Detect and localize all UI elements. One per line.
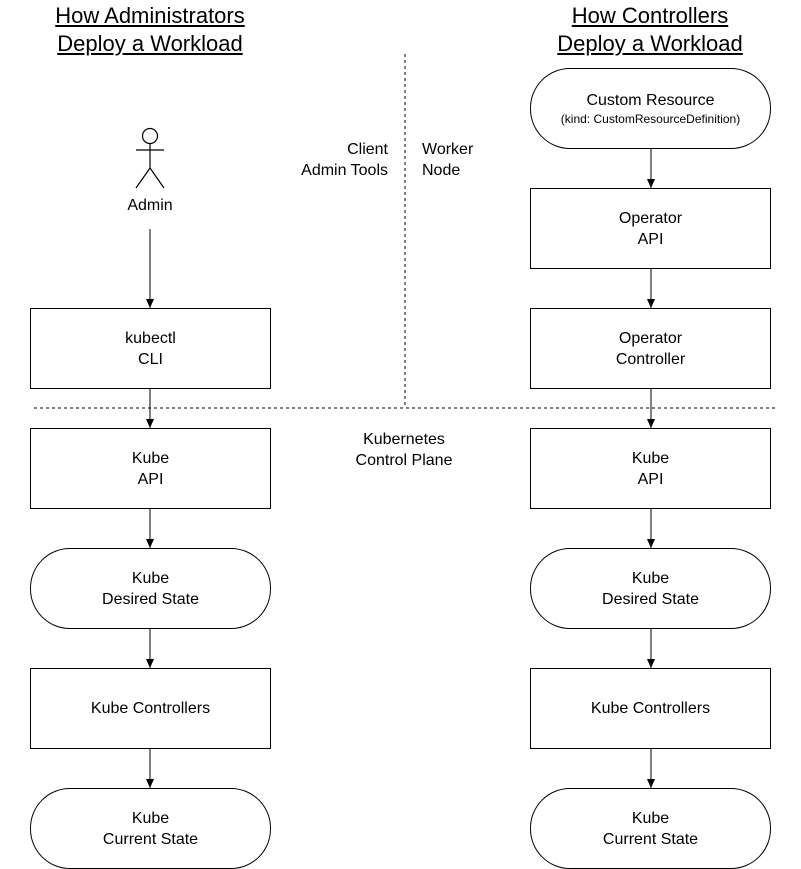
- control-plane-zone-line-2: Control Plane: [355, 452, 453, 469]
- admin-actor-label: Admin: [127, 197, 173, 214]
- right-kube-controllers-line-1: Kube Controllers: [590, 700, 711, 717]
- left-current-state-node: Kube Current State: [30, 788, 271, 869]
- right-kube-api-box: Kube API: [530, 428, 771, 509]
- client-zone-label: Client Admin Tools: [301, 139, 388, 181]
- left-kubectl-line-2: CLI: [138, 350, 163, 368]
- left-title-line-2: Deploy a Workload: [57, 31, 243, 56]
- right-desired-state-line-1: Kube: [631, 569, 670, 587]
- left-kube-api-line-1: Kube: [131, 449, 170, 467]
- worker-zone-label: Worker Node: [422, 139, 473, 181]
- left-title: How Administrators Deploy a Workload: [20, 2, 280, 58]
- right-desired-state-line-2: Desired State: [602, 590, 699, 608]
- right-operator-controller-box: Operator Controller: [530, 308, 771, 389]
- left-kube-api-line-2: API: [137, 470, 164, 488]
- right-custom-resource-kind: (kind: CustomResourceDefinition): [560, 112, 741, 126]
- left-desired-state-line-2: Desired State: [102, 590, 199, 608]
- left-kubectl-line-1: kubectl: [125, 329, 176, 347]
- right-custom-resource-line-1: Custom Resource: [586, 92, 715, 109]
- worker-zone-line-1: Worker: [422, 141, 474, 158]
- left-kube-api-box: Kube API: [30, 428, 271, 509]
- right-kube-controllers-box: Kube Controllers: [530, 668, 771, 749]
- client-zone-line-2: Admin Tools: [301, 162, 388, 179]
- right-current-state-line-1: Kube: [631, 809, 670, 827]
- client-zone-line-1: Client: [347, 141, 388, 158]
- right-desired-state-node: Kube Desired State: [530, 548, 771, 629]
- right-kube-api-line-2: API: [637, 470, 664, 488]
- right-operator-controller-line-1: Operator: [618, 329, 683, 347]
- right-operator-api-line-1: Operator: [618, 209, 683, 227]
- right-title: How Controllers Deploy a Workload: [520, 2, 780, 58]
- right-operator-api-line-2: API: [637, 230, 664, 248]
- left-desired-state-line-1: Kube: [131, 569, 170, 587]
- right-operator-controller-line-2: Controller: [615, 350, 686, 368]
- right-custom-resource-node: Custom Resource (kind: CustomResourceDef…: [530, 68, 771, 149]
- control-plane-zone-label: Kubernetes Control Plane: [334, 429, 474, 471]
- left-kube-controllers-line-1: Kube Controllers: [90, 700, 211, 717]
- admin-actor-icon: [135, 127, 165, 189]
- control-plane-zone-line-1: Kubernetes: [363, 431, 445, 448]
- left-current-state-line-2: Current State: [102, 830, 199, 848]
- left-kube-controllers-box: Kube Controllers: [30, 668, 271, 749]
- right-title-line-2: Deploy a Workload: [557, 31, 743, 56]
- left-title-line-1: How Administrators: [55, 3, 245, 28]
- left-kubectl-cli-box: kubectl CLI: [30, 308, 271, 389]
- right-operator-api-box: Operator API: [530, 188, 771, 269]
- right-current-state-node: Kube Current State: [530, 788, 771, 869]
- left-desired-state-node: Kube Desired State: [30, 548, 271, 629]
- left-current-state-line-1: Kube: [131, 809, 170, 827]
- right-title-line-1: How Controllers: [571, 3, 729, 28]
- right-kube-api-line-1: Kube: [631, 449, 670, 467]
- right-current-state-line-2: Current State: [602, 830, 699, 848]
- worker-zone-line-2: Node: [422, 162, 461, 179]
